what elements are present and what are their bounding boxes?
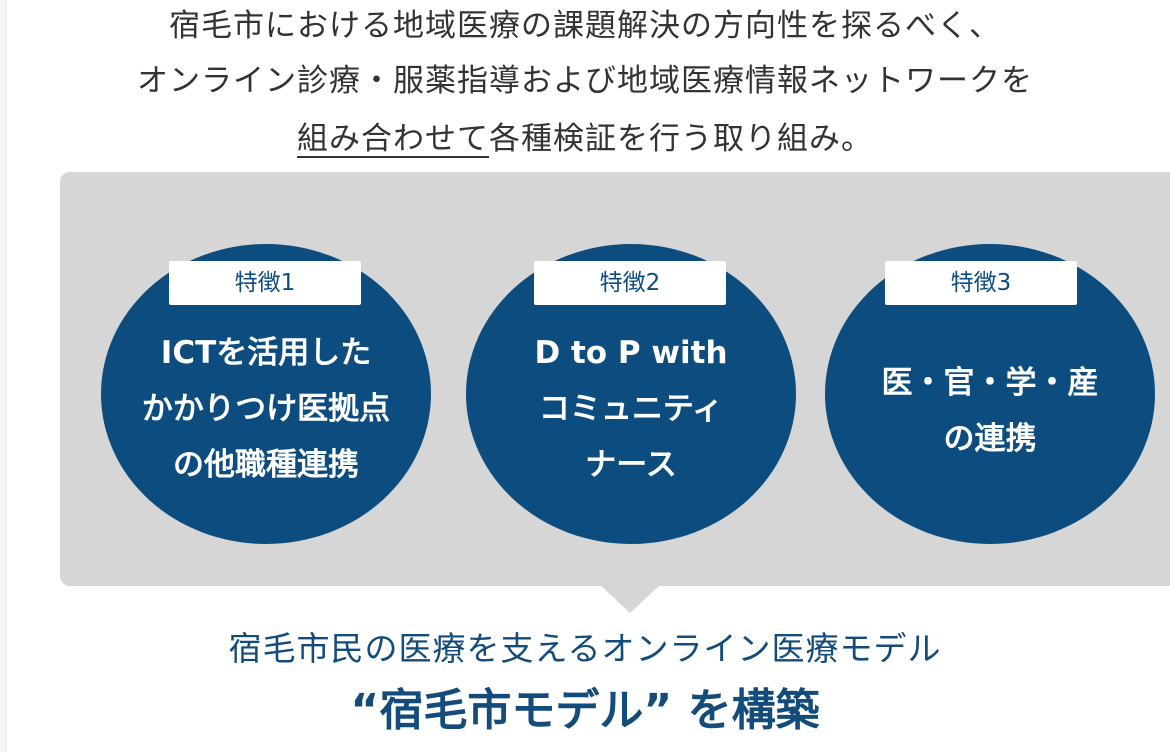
feature-2-text: D to P with コミュニティ ナース — [466, 318, 796, 500]
intro-paragraph: 宿毛市における地域医療の課題解決の方向性を探るべく、 オンライン診療・服薬指導お… — [0, 0, 1170, 168]
feature-circle-3: 特徴3 医・官・学・産 の連携 — [825, 244, 1155, 544]
intro-line-2: オンライン診療・服薬指導および地域医療情報ネットワークを — [137, 63, 1033, 99]
feature-circle-1: 特徴1 ICTを活用した かかりつけ医拠点 の他職種連携 — [101, 244, 431, 544]
intro-line-1: 宿毛市における地域医療の課題解決の方向性を探るべく、 — [169, 8, 1001, 44]
intro-line-3: 組み合わせて各種検証を行う取り組み。 — [0, 110, 1170, 168]
feature-1-line-2: かかりつけ医拠点 — [141, 391, 391, 427]
feature-2-line-3: ナース — [585, 447, 677, 483]
panel-pointer-arrow — [600, 585, 660, 613]
feature-1-line-3: の他職種連携 — [173, 447, 359, 483]
feature-2-line-2: コミュニティ — [538, 391, 724, 427]
feature-3-label: 特徴3 — [885, 261, 1077, 305]
model-headline: “宿毛市モデル” を構築 — [350, 685, 820, 736]
feature-3-line-2: の連携 — [943, 421, 1037, 457]
feature-3-text: 医・官・学・産 の連携 — [825, 320, 1155, 502]
feature-2-label: 特徴2 — [534, 261, 726, 305]
feature-2-line-1: D to P with — [534, 335, 728, 371]
left-edge-divider — [0, 0, 7, 752]
feature-1-label: 特徴1 — [169, 261, 361, 305]
feature-circle-2: 特徴2 D to P with コミュニティ ナース — [466, 244, 796, 544]
intro-line-3-rest: 各種検証を行う取り組み。 — [489, 121, 873, 157]
feature-1-line-1: ICTを活用した — [160, 335, 372, 371]
intro-underlined-text: 組み合わせて — [297, 121, 489, 157]
model-tagline: 宿毛市民の医療を支えるオンライン医療モデル — [228, 629, 942, 668]
feature-3-line-1: 医・官・学・産 — [881, 365, 1099, 401]
feature-1-text: ICTを活用した かかりつけ医拠点 の他職種連携 — [101, 318, 431, 500]
